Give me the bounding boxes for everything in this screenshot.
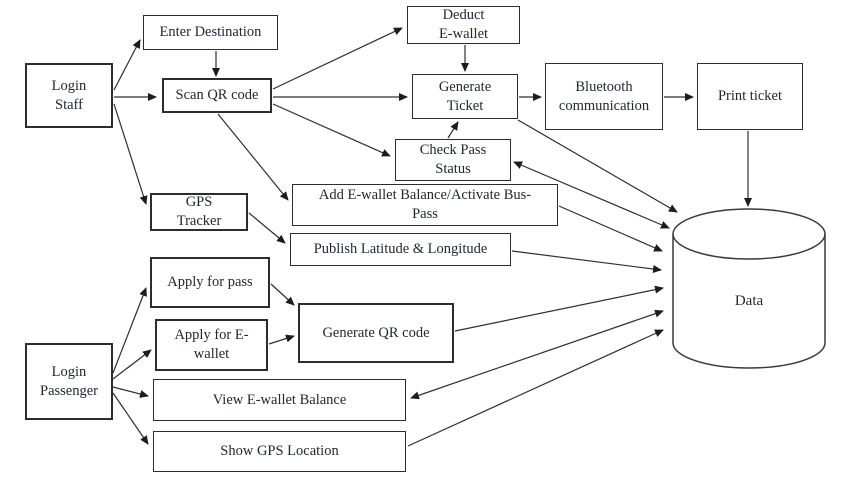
- edge-login-passenger-to-show-gps-location: [112, 392, 149, 445]
- edge-scan-qr-code-to-deduct-e-wallet: [272, 27, 403, 90]
- node-enter-destination: Enter Destination: [143, 15, 278, 50]
- edge-check-pass-status-and-data: [513, 161, 670, 229]
- edge-apply-for-e-wallet-to-generate-qr-code: [268, 334, 295, 345]
- edge-show-gps-location-to-data: [407, 329, 664, 447]
- node-bluetooth-communication: Bluetooth communication: [545, 63, 663, 130]
- edge-login-passenger-to-apply-for-pass: [112, 287, 147, 374]
- node-data-store-label: Data: [734, 293, 764, 309]
- edge-view-e-wallet-balance-and-data: [410, 309, 664, 400]
- node-show-gps-location: Show GPS Location: [153, 431, 406, 472]
- node-publish-latitude-longitude: Publish Latitude & Longitude: [290, 233, 511, 266]
- node-print-ticket: Print ticket: [697, 63, 803, 130]
- node-login-staff: Login Staff: [25, 63, 113, 128]
- edge-publish-lat-long-to-data: [511, 250, 662, 273]
- node-scan-qr-code: Scan QR code: [162, 78, 272, 113]
- node-login-passenger: Login Passenger: [25, 343, 113, 420]
- edge-gps-tracker-to-publish-lat-long: [248, 212, 286, 244]
- edge-check-pass-status-to-generate-ticket: [447, 121, 459, 139]
- node-apply-for-pass: Apply for pass: [150, 257, 270, 308]
- node-generate-qr-code: Generate QR code: [298, 303, 454, 363]
- edge-login-staff-to-enter-destination: [113, 39, 141, 91]
- edge-apply-for-pass-to-generate-qr-code: [270, 283, 295, 306]
- node-add-e-wallet-balance: Add E-wallet Balance/Activate Bus- Pass: [292, 184, 558, 226]
- node-generate-ticket: Generate Ticket: [412, 74, 518, 119]
- node-apply-for-e-wallet: Apply for E- wallet: [155, 319, 268, 371]
- node-deduct-e-wallet: Deduct E-wallet: [407, 6, 520, 44]
- edge-add-e-wallet-to-data: [558, 205, 663, 252]
- database-cylinder-icon: [672, 208, 826, 369]
- edge-login-passenger-to-apply-for-e-wallet: [112, 349, 152, 380]
- node-check-pass-status: Check Pass Status: [395, 139, 511, 181]
- edge-login-passenger-to-view-e-wallet: [112, 386, 149, 398]
- edge-login-staff-to-gps-tracker: [113, 103, 148, 205]
- edge-generate-qr-code-to-data: [454, 285, 664, 332]
- node-gps-tracker: GPS Tracker: [150, 193, 248, 231]
- node-view-e-wallet-balance: View E-wallet Balance: [153, 379, 406, 421]
- edge-scan-qr-code-to-check-pass-status: [272, 103, 391, 157]
- edge-scan-qr-code-to-add-e-wallet: [217, 113, 289, 201]
